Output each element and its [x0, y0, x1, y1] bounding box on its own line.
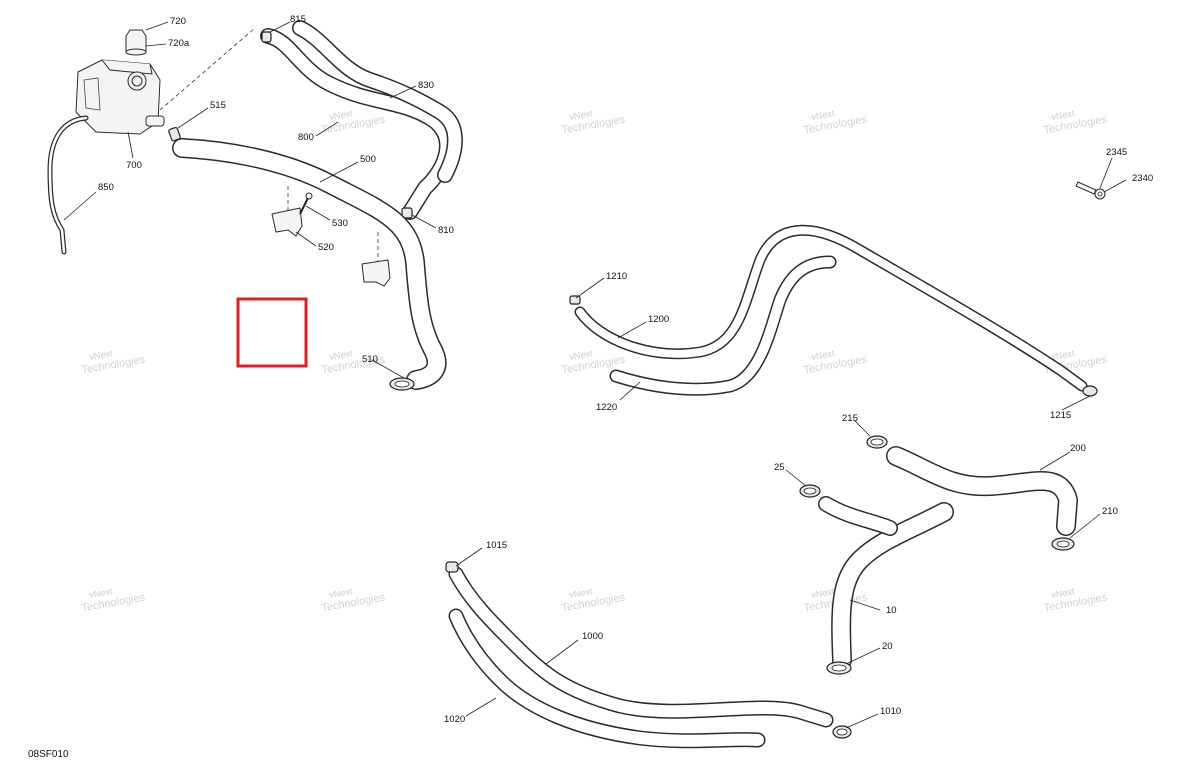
part-label-720[interactable]: 720	[170, 16, 186, 27]
watermark-name: vNext	[329, 348, 354, 362]
part-label-510[interactable]: 510	[362, 354, 378, 365]
watermark-name: vNext	[569, 108, 594, 122]
hose-1220[interactable]	[609, 255, 837, 396]
watermark-name: vNext	[811, 108, 836, 122]
part-label-2345[interactable]: 2345	[1106, 147, 1127, 158]
hose-clamp[interactable]	[401, 207, 413, 219]
watermark-name: vNext	[1051, 348, 1076, 362]
part-label-10[interactable]: 10	[886, 605, 897, 616]
part-label-1200[interactable]: 1200	[648, 314, 669, 325]
hose-1020[interactable]	[448, 608, 766, 749]
reservoir-tank[interactable]	[75, 59, 165, 135]
part-label-520[interactable]: 520	[318, 242, 334, 253]
watermark-name: vNext	[329, 108, 354, 122]
watermark-name: vNext	[569, 586, 594, 600]
part-label-1015[interactable]: 1015	[486, 540, 507, 551]
part-label-1210[interactable]: 1210	[606, 271, 627, 282]
hose-200[interactable]	[886, 446, 1078, 536]
watermark-name: vNext	[329, 586, 354, 600]
hose-clamp[interactable]	[1082, 385, 1098, 397]
part-labels: 720 720a 700 850 515 815 830 800 500 530…	[98, 14, 1153, 725]
watermark-name: vNext	[1051, 586, 1076, 600]
part-label-1220[interactable]: 1220	[596, 402, 617, 413]
fitting-assembly[interactable]	[1075, 181, 1106, 200]
part-label-210[interactable]: 210	[1102, 506, 1118, 517]
part-label-1020[interactable]: 1020	[444, 714, 465, 725]
part-label-815[interactable]: 815	[290, 14, 306, 25]
hose-clamp[interactable]	[799, 484, 821, 498]
part-label-2340[interactable]: 2340	[1132, 173, 1153, 184]
leader-lines	[63, 21, 1127, 729]
hose-clamp[interactable]	[445, 561, 459, 573]
part-label-515[interactable]: 515	[210, 100, 226, 111]
diagram-code: 08SF010	[28, 749, 69, 760]
selection-highlight-box[interactable]	[236, 297, 308, 368]
hose-clamp[interactable]	[832, 725, 852, 739]
hose-clamp[interactable]	[866, 435, 888, 449]
part-label-500[interactable]: 500	[360, 154, 376, 165]
hose-800[interactable]	[260, 20, 463, 220]
hose-10[interactable]	[818, 496, 954, 670]
watermark-name: vNext	[811, 348, 836, 362]
hose-clamp[interactable]	[1051, 537, 1075, 551]
part-label-830[interactable]: 830	[418, 80, 434, 91]
watermark-name: vNext	[89, 348, 114, 362]
part-label-1215[interactable]: 1215	[1050, 410, 1071, 421]
part-label-800[interactable]: 800	[298, 132, 314, 143]
reservoir-cap[interactable]	[125, 29, 147, 56]
part-label-1010[interactable]: 1010	[880, 706, 901, 717]
hose-500[interactable]	[172, 138, 447, 390]
part-label-700[interactable]: 700	[126, 160, 142, 171]
bolt[interactable]	[299, 192, 313, 215]
hose-clamp[interactable]	[569, 295, 581, 305]
watermark-name: vNext	[89, 586, 114, 600]
hose-1200[interactable]	[574, 224, 1088, 392]
watermark-name: vNext	[569, 348, 594, 362]
part-label-25[interactable]: 25	[774, 462, 785, 473]
mounting-bracket[interactable]	[271, 207, 391, 287]
part-label-810[interactable]: 810	[438, 225, 454, 236]
overflow-hose[interactable]	[47, 115, 89, 255]
watermark-name: vNext	[811, 586, 836, 600]
part-label-850[interactable]: 850	[98, 182, 114, 193]
part-label-530[interactable]: 530	[332, 218, 348, 229]
part-label-720a[interactable]: 720a	[168, 38, 190, 49]
part-label-215[interactable]: 215	[842, 413, 858, 424]
hose-1000[interactable]	[448, 566, 834, 728]
hose-clamp[interactable]	[389, 377, 415, 391]
part-label-1000[interactable]: 1000	[582, 631, 603, 642]
hose-clamp[interactable]	[261, 31, 272, 43]
watermark-name: vNext	[1051, 108, 1076, 122]
hose-clamp[interactable]	[826, 661, 852, 675]
part-label-200[interactable]: 200	[1070, 443, 1086, 454]
part-label-20[interactable]: 20	[882, 641, 893, 652]
